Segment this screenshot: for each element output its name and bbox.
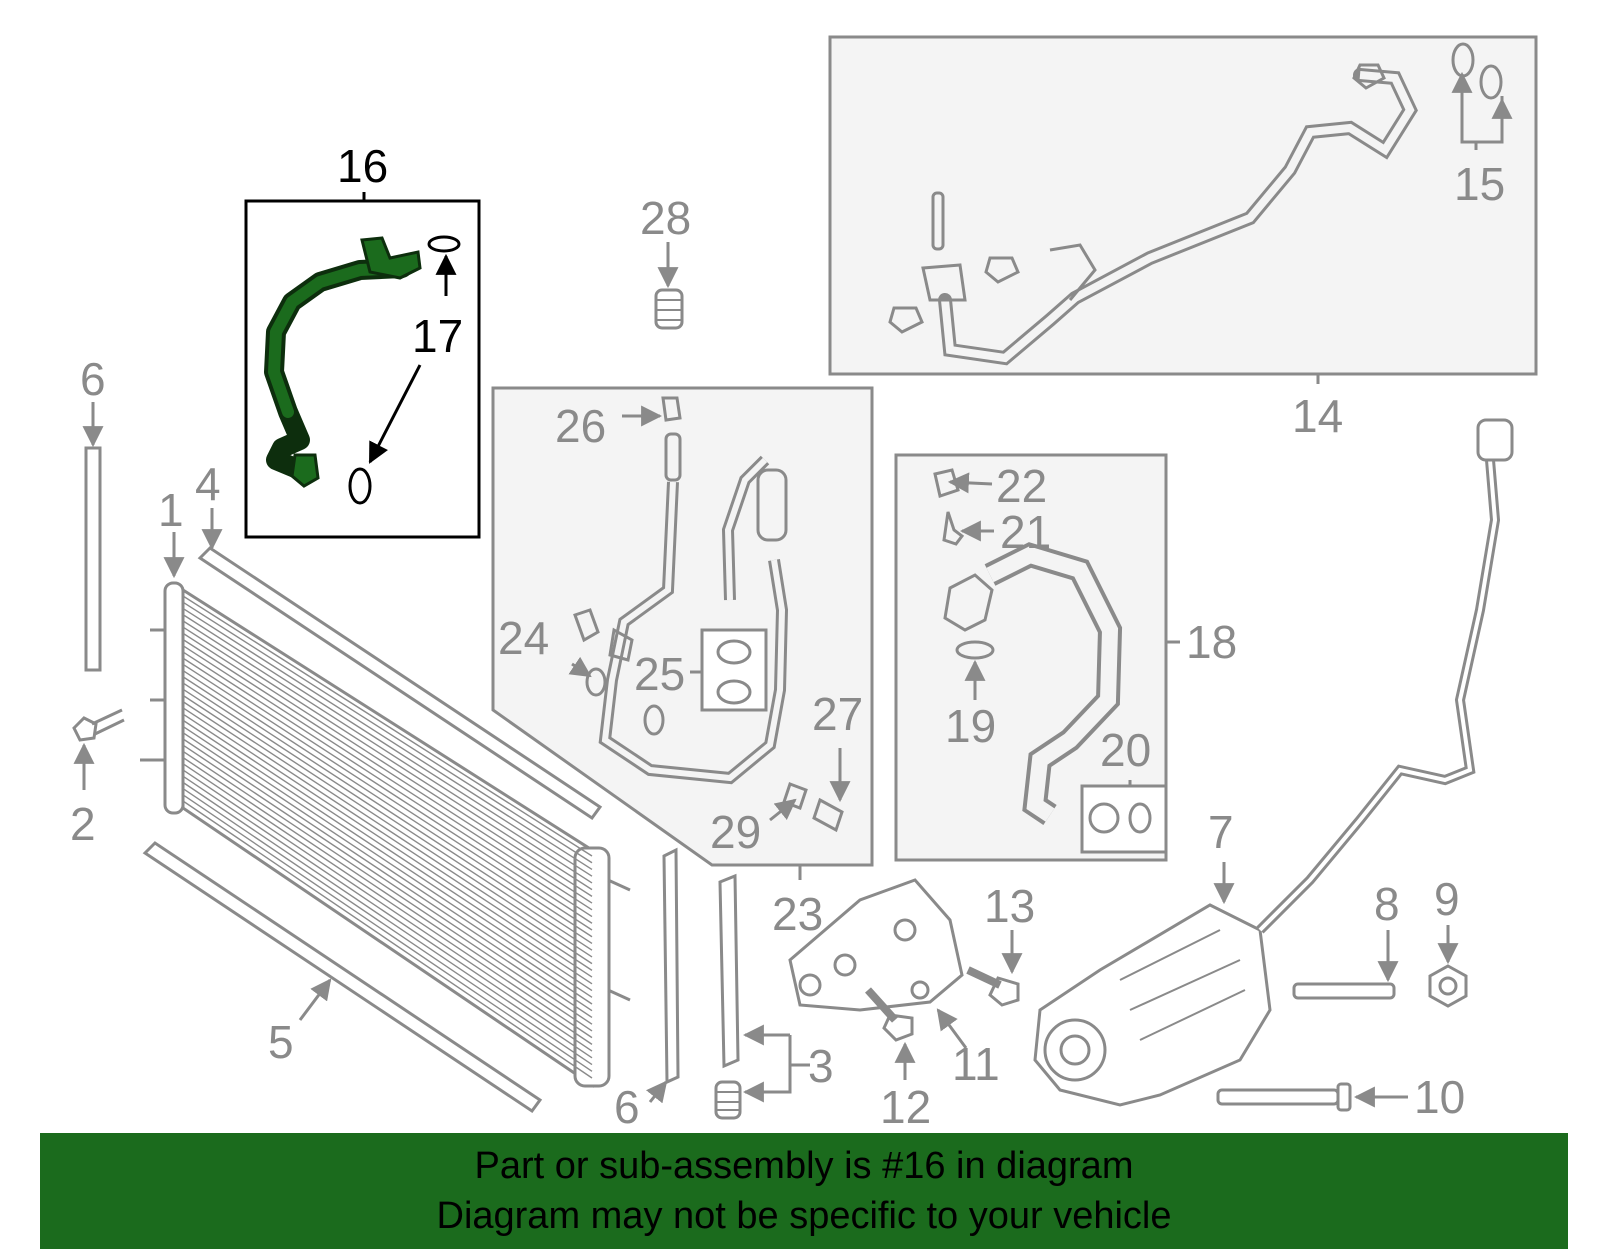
callout-28: 28 (640, 192, 691, 244)
condenser-fin-line (182, 626, 593, 891)
callout-4: 4 (195, 458, 221, 510)
callout-17: 17 (412, 310, 463, 362)
condenser-fin-line (182, 744, 593, 1019)
condenser-fin-line (182, 725, 593, 998)
bolt-2 (72, 708, 125, 742)
bolt-13 (966, 966, 1020, 1007)
bolt-10 (1216, 1082, 1352, 1112)
callout-25: 25 (634, 648, 685, 700)
condenser-fin-line (182, 645, 593, 911)
callout-6-top: 6 (80, 353, 106, 405)
callout-7: 7 (1208, 806, 1234, 858)
banner-line-2: Diagram may not be specific to your vehi… (436, 1195, 1172, 1237)
callout-20: 20 (1100, 724, 1151, 776)
leader-lines-black (362, 192, 457, 464)
side-bracket-6-left (84, 446, 102, 672)
condenser-fin-line (182, 732, 593, 1005)
condenser-fin-line (182, 738, 593, 1012)
condenser-fin-line (182, 707, 593, 978)
discharge-line-23 (573, 396, 844, 833)
nut-9 (1428, 964, 1468, 1008)
callout-5: 5 (268, 1016, 294, 1068)
deflector-3 (718, 873, 740, 1069)
callout-1: 1 (158, 484, 184, 536)
condenser-fin-line (182, 601, 593, 864)
side-bracket-6-right (662, 847, 680, 1085)
ac-hose-16 (264, 236, 422, 488)
condenser-fin-line (182, 620, 593, 884)
condenser-fin-line (182, 719, 593, 992)
suction-hose-18 (933, 468, 1152, 834)
sub-box-25 (700, 628, 768, 712)
condenser-fin-line (182, 651, 593, 918)
info-banner: Part or sub-assembly is #16 in diagram D… (40, 1133, 1568, 1249)
condenser (140, 581, 631, 1088)
callout-6-bottom: 6 (614, 1081, 640, 1133)
condenser-fin-line (182, 694, 593, 965)
condenser-fin-line (182, 676, 593, 945)
callout-18: 18 (1186, 616, 1237, 668)
callout-13: 13 (984, 880, 1035, 932)
condenser-fin-line (182, 794, 593, 1072)
banner-line-1: Part or sub-assembly is #16 in diagram (474, 1145, 1134, 1187)
condenser-fin-line (182, 775, 593, 1052)
callout-14: 14 (1292, 390, 1343, 442)
group-box-23 (491, 386, 874, 867)
leader-lines-gray (73, 71, 1513, 1108)
compressor-bracket-11 (788, 878, 964, 1012)
bolt-12 (865, 987, 914, 1042)
condenser-fin-line (182, 607, 593, 871)
callout-labels: 1 2 3 4 5 6 6 7 8 9 10 11 12 13 14 15 16… (70, 140, 1505, 1133)
receiver-28 (654, 288, 684, 330)
condenser-fin-line (182, 638, 593, 904)
condenser-fin-line (182, 800, 593, 1079)
condenser-fin-line (182, 750, 593, 1025)
condenser-fin-line (182, 682, 593, 951)
callout-19: 19 (945, 700, 996, 752)
callout-21: 21 (1000, 506, 1051, 558)
compressor-7 (1033, 903, 1272, 1107)
callout-2: 2 (70, 798, 96, 850)
condenser-fin-line (182, 769, 593, 1045)
group-box-14 (828, 35, 1538, 376)
condenser-fin-line (182, 701, 593, 971)
callout-16: 16 (337, 140, 388, 192)
condenser-fin-line (182, 614, 593, 877)
callout-9: 9 (1434, 873, 1460, 925)
seal-strip-4 (197, 546, 603, 821)
callout-24: 24 (498, 612, 549, 664)
sub-box-20 (1080, 784, 1168, 854)
callout-3: 3 (808, 1040, 834, 1092)
condenser-fin-line (182, 763, 593, 1039)
condenser-fins (182, 595, 593, 1079)
condenser-fin-line (182, 657, 593, 924)
condenser-fin-line (182, 632, 593, 897)
stud-8 (1292, 982, 1396, 1000)
callout-26: 26 (555, 400, 606, 452)
condenser-fin-line (182, 663, 593, 931)
condenser-fin-line (182, 688, 593, 958)
condenser-fin-line (182, 787, 593, 1066)
callout-29: 29 (710, 806, 761, 858)
callout-10: 10 (1414, 1071, 1465, 1123)
seal-strip-5 (142, 841, 543, 1114)
callout-27: 27 (812, 688, 863, 740)
condenser-fin-line (182, 781, 593, 1059)
wire-harness (1256, 418, 1514, 934)
grommet-3 (714, 1080, 742, 1120)
condenser-fin-line (182, 756, 593, 1032)
condenser-fin-line (182, 669, 593, 938)
o-ring-17-top (427, 235, 461, 253)
callout-23: 23 (772, 888, 823, 940)
o-ring-17-bottom (348, 467, 372, 505)
condenser-fin-line (182, 713, 593, 985)
condenser-fin-line (182, 595, 593, 857)
callout-15: 15 (1454, 158, 1505, 210)
callout-12: 12 (880, 1081, 931, 1133)
callout-22: 22 (996, 460, 1047, 512)
callout-8: 8 (1374, 878, 1400, 930)
callout-11: 11 (952, 1038, 1000, 1090)
